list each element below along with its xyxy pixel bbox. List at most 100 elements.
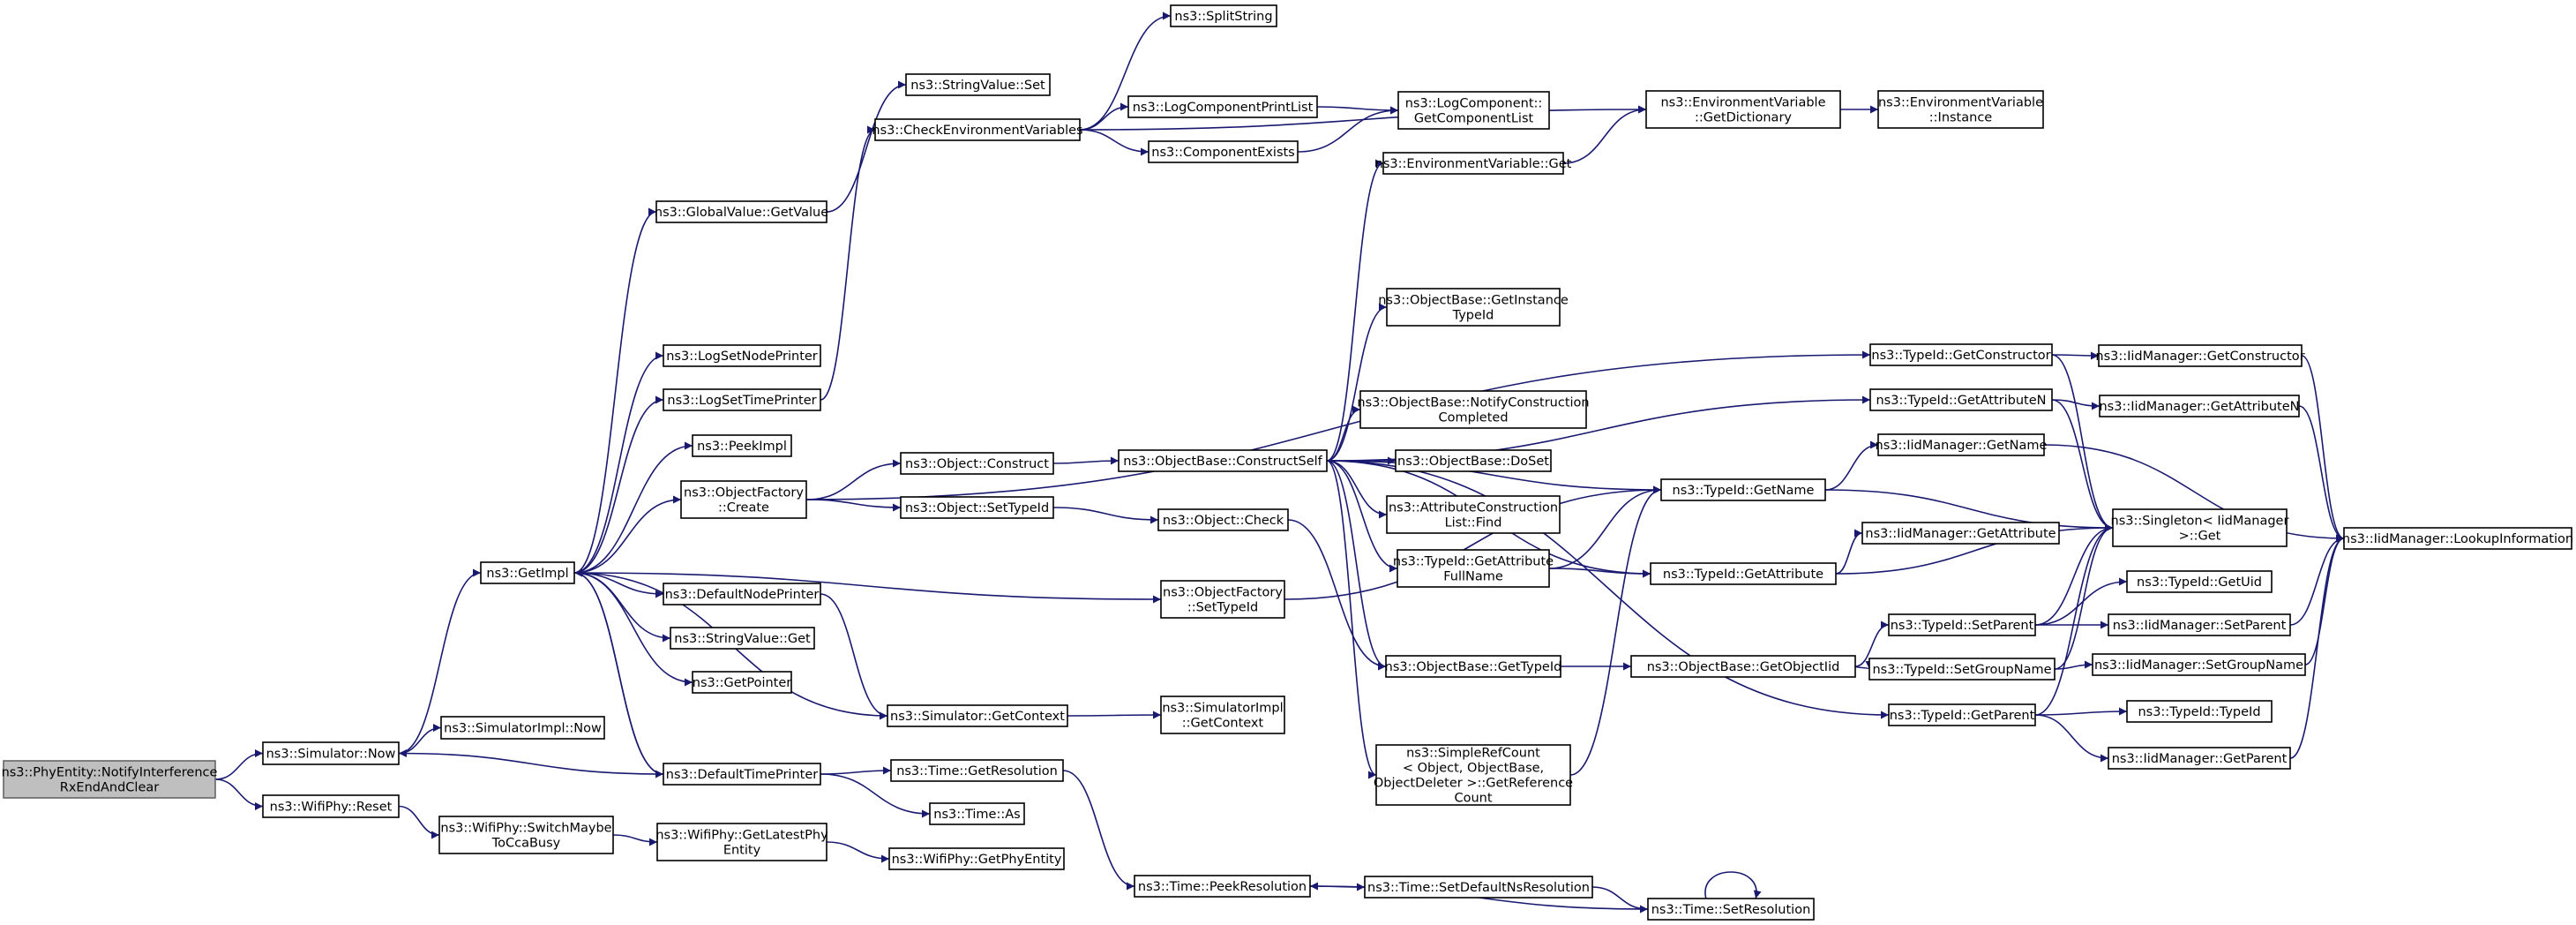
node-iidsetparent[interactable]: ns3::IidManager::SetParent xyxy=(2108,613,2291,636)
edge-compexists-to-getcomplist xyxy=(1297,106,1399,153)
node-simimplnow[interactable]: ns3::SimulatorImpl::Now xyxy=(440,716,605,740)
node-getvalue[interactable]: ns3::GlobalValue::GetValue xyxy=(655,200,828,223)
node-box xyxy=(1868,658,2056,681)
node-iidlookup[interactable]: ns3::IidManager::LookupInformation xyxy=(2342,527,2573,550)
node-wifireset[interactable]: ns3::WifiPhy::Reset xyxy=(262,794,400,818)
node-tidgetparent[interactable]: ns3::TypeId::GetParent xyxy=(1888,703,2036,726)
node-deftimeprinter[interactable]: ns3::DefaultTimePrinter xyxy=(663,763,821,786)
node-box xyxy=(2098,344,2303,367)
node-iidsetgroup[interactable]: ns3::IidManager::SetGroupName xyxy=(2092,653,2306,676)
edge-checkenv-to-compexists xyxy=(1079,129,1149,156)
node-label: ns3::TypeId::GetAttributeN xyxy=(1876,394,2046,408)
edge-switchbusy-to-getlatestphy xyxy=(612,834,658,846)
node-getcomplist[interactable]: ns3::LogComponent::GetComponentList xyxy=(1397,91,1550,130)
node-box xyxy=(663,388,821,411)
node-envinstance[interactable]: ns3::EnvironmentVariable::Instance xyxy=(1877,90,2044,129)
node-doset[interactable]: ns3::ObjectBase::DoSet xyxy=(1395,449,1552,472)
node-tidgetname[interactable]: ns3::TypeId::GetName xyxy=(1660,478,1826,501)
node-checkenv[interactable]: ns3::CheckEnvironmentVariables xyxy=(872,118,1083,141)
edge-tidsetparent-to-singletonget xyxy=(2034,523,2114,626)
node-label: ns3::GetPointer xyxy=(693,676,792,690)
node-getobjectiid[interactable]: ns3::ObjectBase::GetObjectIid xyxy=(1630,655,1856,678)
node-label: ns3::TypeId::SetParent xyxy=(1891,619,2034,633)
edge-notify-to-simnow xyxy=(214,749,264,780)
node-singletonget[interactable]: ns3::Singleton< IidManager>::Get xyxy=(2111,508,2289,547)
edge-ofcreate-to-tidgetconstructor xyxy=(805,350,1871,500)
node-peekres[interactable]: ns3::Time::PeekResolution xyxy=(1134,875,1311,898)
node-defnodeprinter[interactable]: ns3::DefaultNodePrinter xyxy=(663,583,821,605)
node-label: ns3::Time::As xyxy=(933,808,1020,822)
node-box xyxy=(1127,95,1318,118)
node-simgetcontext[interactable]: ns3::Simulator::GetContext xyxy=(887,704,1068,727)
node-ofcreate[interactable]: ns3::ObjectFactory::Create xyxy=(680,480,807,519)
node-label: ns3::Simulator::GetContext xyxy=(890,710,1065,724)
node-iidgetconstructor[interactable]: ns3::IidManager::GetConstructor xyxy=(2095,344,2305,367)
node-iidgetparent[interactable]: ns3::IidManager::GetParent xyxy=(2108,747,2291,770)
node-envgetdict[interactable]: ns3::EnvironmentVariable::GetDictionary xyxy=(1645,90,1841,129)
node-setdefaultns[interactable]: ns3::Time::SetDefaultNsResolution xyxy=(1364,876,1593,899)
node-setresolution[interactable]: ns3::Time::SetResolution xyxy=(1647,898,1815,921)
node-svget[interactable]: ns3::StringValue::Get xyxy=(670,627,815,650)
node-lognodeprinter[interactable]: ns3::LogSetNodePrinter xyxy=(663,344,821,367)
node-tidgetuid[interactable]: ns3::TypeId::GetUid xyxy=(2126,570,2273,593)
edge-constructself-to-tidgetparent xyxy=(1326,460,1890,719)
node-objcheck[interactable]: ns3::Object::Check xyxy=(1157,508,1289,531)
edge-simgetcontext-to-simimplgetctx xyxy=(1067,711,1162,719)
node-label: ns3::LogComponent:: xyxy=(1405,97,1543,111)
node-iidgetname[interactable]: ns3::IidManager::GetName xyxy=(1876,433,2048,456)
node-objsettypeid[interactable]: ns3::Object::SetTypeId xyxy=(900,496,1054,519)
node-stringvalueset[interactable]: ns3::StringValue::Set xyxy=(905,73,1051,96)
edge-iidgetconstructor-to-iidlookup xyxy=(2301,355,2345,543)
node-splitstring[interactable]: ns3::SplitString xyxy=(1170,4,1277,27)
node-iidgetattr[interactable]: ns3::IidManager::GetAttribute xyxy=(1861,522,2060,545)
node-peekimpl[interactable]: ns3::PeekImpl xyxy=(692,434,792,457)
node-getpointer[interactable]: ns3::GetPointer xyxy=(692,671,792,694)
node-getimpl[interactable]: ns3::GetImpl xyxy=(480,561,575,584)
node-label: ns3::CheckEnvironmentVariables xyxy=(872,124,1082,138)
node-label: ns3::Object::Check xyxy=(1163,514,1284,528)
node-logtimeprinter[interactable]: ns3::LogSetTimePrinter xyxy=(663,388,821,411)
node-ofsettypeid[interactable]: ns3::ObjectFactory::SetTypeId xyxy=(1160,580,1285,619)
node-timegetres[interactable]: ns3::Time::GetResolution xyxy=(890,759,1064,782)
node-timeas[interactable]: ns3::Time::As xyxy=(929,802,1025,825)
node-simplerefcount[interactable]: ns3::SimpleRefCount< Object, ObjectBase,… xyxy=(1374,744,1573,806)
node-getphyentity[interactable]: ns3::WifiPhy::GetPhyEntity xyxy=(888,847,1065,870)
node-box xyxy=(1888,703,2036,726)
node-label: >::Get xyxy=(2179,530,2221,544)
node-label: ns3::TypeId::GetAttribute xyxy=(1393,555,1554,569)
node-tidgetattrn[interactable]: ns3::TypeId::GetAttributeN xyxy=(1869,388,2053,411)
node-notify[interactable]: ns3::PhyEntity::NotifyInterferenceRxEndA… xyxy=(2,760,218,799)
node-tidsetgroup[interactable]: ns3::TypeId::SetGroupName xyxy=(1868,658,2056,681)
node-simimplgetctx[interactable]: ns3::SimulatorImpl::GetContext xyxy=(1160,696,1285,734)
node-objconstruct[interactable]: ns3::Object::Construct xyxy=(900,452,1054,475)
node-label: ns3::TypeId::GetUid xyxy=(2137,575,2262,590)
node-box xyxy=(1647,898,1815,921)
node-tidtypeid[interactable]: ns3::TypeId::TypeId xyxy=(2126,700,2273,723)
node-compexists[interactable]: ns3::ComponentExists xyxy=(1148,140,1299,163)
node-label: ns3::LogComponentPrintList xyxy=(1133,101,1314,115)
node-envget[interactable]: ns3::EnvironmentVariable::Get xyxy=(1375,152,1572,175)
node-obgettypeid[interactable]: ns3::ObjectBase::GetTypeId xyxy=(1385,655,1562,678)
node-simnow[interactable]: ns3::Simulator::Now xyxy=(262,741,400,765)
edge-deftimeprinter-to-timegetres xyxy=(820,766,892,775)
node-tidsetparent[interactable]: ns3::TypeId::SetParent xyxy=(1888,613,2036,636)
edge-constructself-to-obgettypeid xyxy=(1326,460,1387,671)
node-label: Completed xyxy=(1438,411,1508,425)
node-constructself[interactable]: ns3::ObjectBase::ConstructSelf xyxy=(1118,449,1328,472)
node-box xyxy=(1375,744,1571,806)
edge-tidgetconstructor-to-iidgetconstructor xyxy=(2051,351,2100,360)
edge-getobjectiid-to-tidsetparent xyxy=(1854,620,1890,667)
node-notifyconstr[interactable]: ns3::ObjectBase::NotifyConstructionCompl… xyxy=(1357,390,1590,429)
node-label: ns3::IidManager::LookupInformation xyxy=(2342,532,2573,546)
node-tidgetattr[interactable]: ns3::TypeId::GetAttribute xyxy=(1650,562,1837,585)
node-tidgetconstructor[interactable]: ns3::TypeId::GetConstructor xyxy=(1869,343,2053,366)
edge-getattrfullname-to-tidgetname xyxy=(1548,485,1662,569)
node-iidgetattrn[interactable]: ns3::IidManager::GetAttributeN xyxy=(2099,395,2300,417)
node-label: ::Create xyxy=(718,501,769,515)
node-logprintlist[interactable]: ns3::LogComponentPrintList xyxy=(1127,95,1318,118)
